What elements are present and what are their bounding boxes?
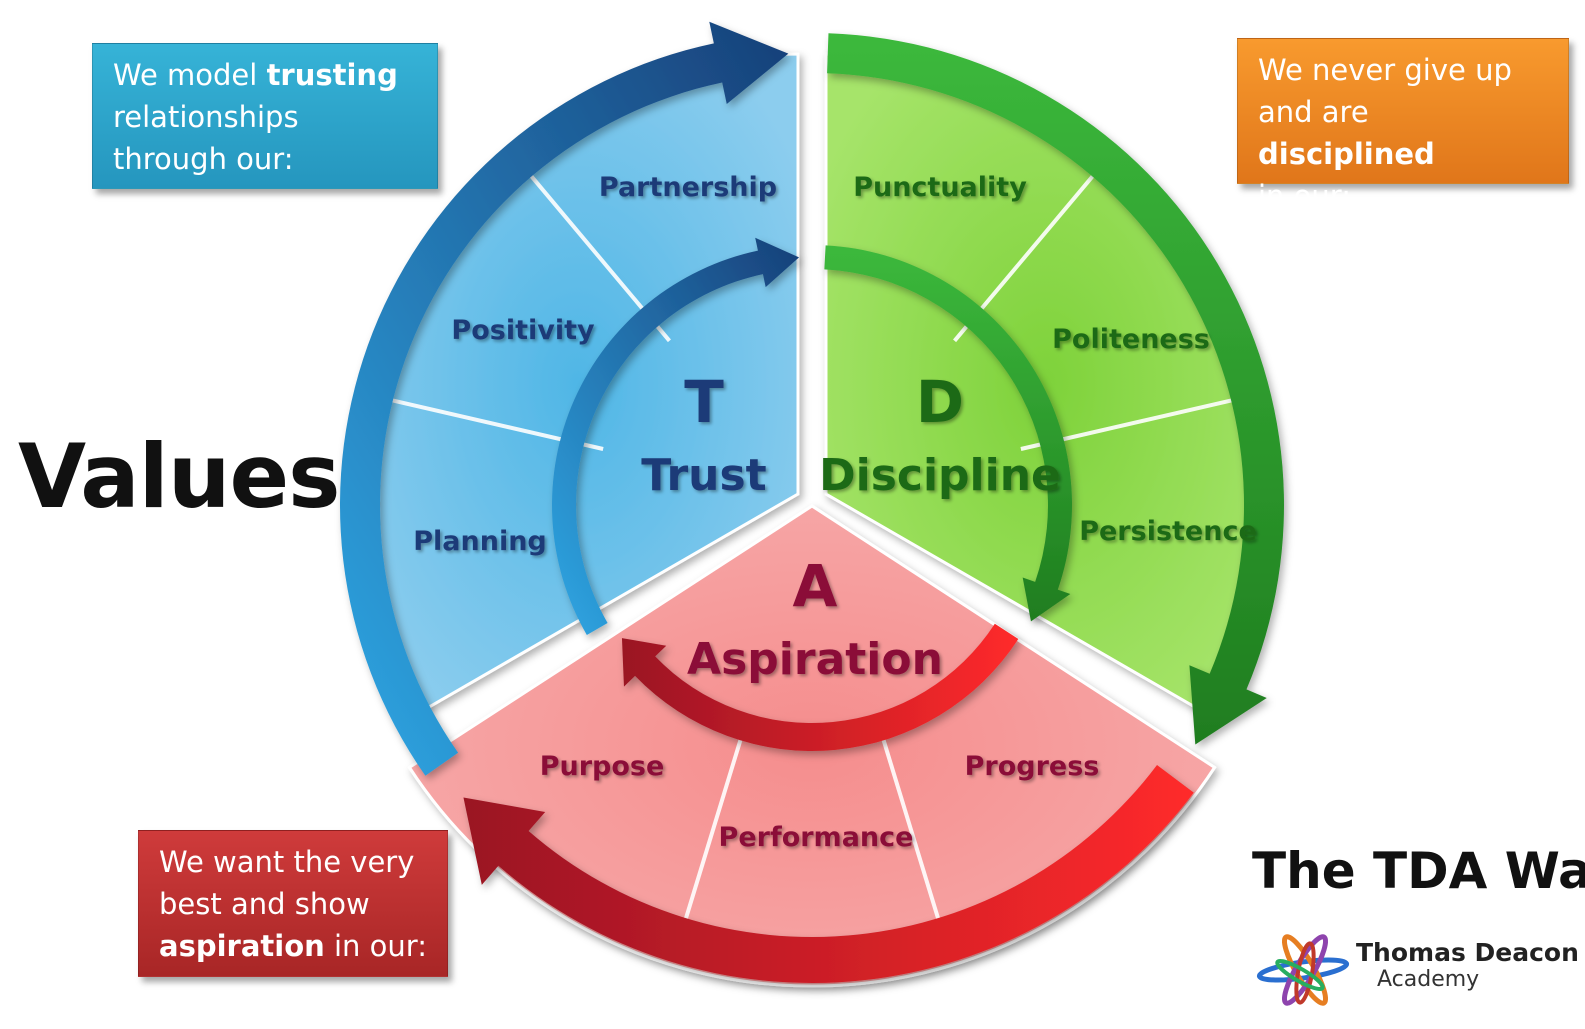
trust-item-planning: Planning [413,526,547,557]
discipline-label: Discipline [819,450,1061,501]
discipline-outer-arrow [827,33,1284,745]
aspiration-callout: We want the very best and show aspiratio… [138,830,448,977]
aspiration-outer-arrow [463,764,1194,983]
trust-outer-arrow [340,21,789,776]
trust-item-positivity: Positivity [451,315,595,346]
aspiration-callout-line2: best and show [159,887,370,921]
trust-item-partnership: Partnership [599,172,777,203]
aspiration-letter: A [793,552,838,620]
aspiration-item-performance: Performance [719,822,914,853]
trust-callout-bold: trusting [266,58,398,92]
aspiration-label: Aspiration [687,634,943,685]
trust-label: Trust [641,450,766,501]
trust-callout-line2: relationships [113,100,299,134]
aspiration-callout-line1: We want the very [159,845,415,879]
discipline-callout-line3: in our: [1258,179,1351,213]
trust-inner-arrow [551,237,800,635]
discipline-callout: We never give up and are disciplined in … [1237,38,1569,213]
discipline-item-persistence: Persistence [1079,516,1257,547]
aspiration-item-progress: Progress [965,751,1100,782]
trust-letter: T [684,368,724,436]
tagline: The TDA Wa [1252,842,1585,900]
discipline-callout-text: and are [1258,95,1369,129]
aspiration-callout-bold: aspiration [159,929,325,963]
logo-subtitle: Academy [1377,967,1480,992]
discipline-inner-arrow [824,245,1073,622]
discipline-callout-line1: We never give up [1258,53,1512,87]
logo-name: Thomas Deacon [1356,938,1579,967]
aspiration-inner-arrow [621,623,1019,751]
page-title: Values [18,425,341,528]
trust-callout-line3: through our: [113,142,294,176]
academy-logo-icon [1256,934,1350,1006]
aspiration-callout-text: in our: [324,929,427,963]
discipline-item-punctuality: Punctuality [853,172,1027,203]
discipline-item-politeness: Politeness [1052,324,1210,355]
trust-callout-text: We model [113,58,267,92]
discipline-letter: D [916,368,964,436]
discipline-callout-bold: disciplined [1258,137,1435,171]
trust-callout: We model trusting relationships through … [92,43,438,189]
aspiration-item-purpose: Purpose [540,751,665,782]
